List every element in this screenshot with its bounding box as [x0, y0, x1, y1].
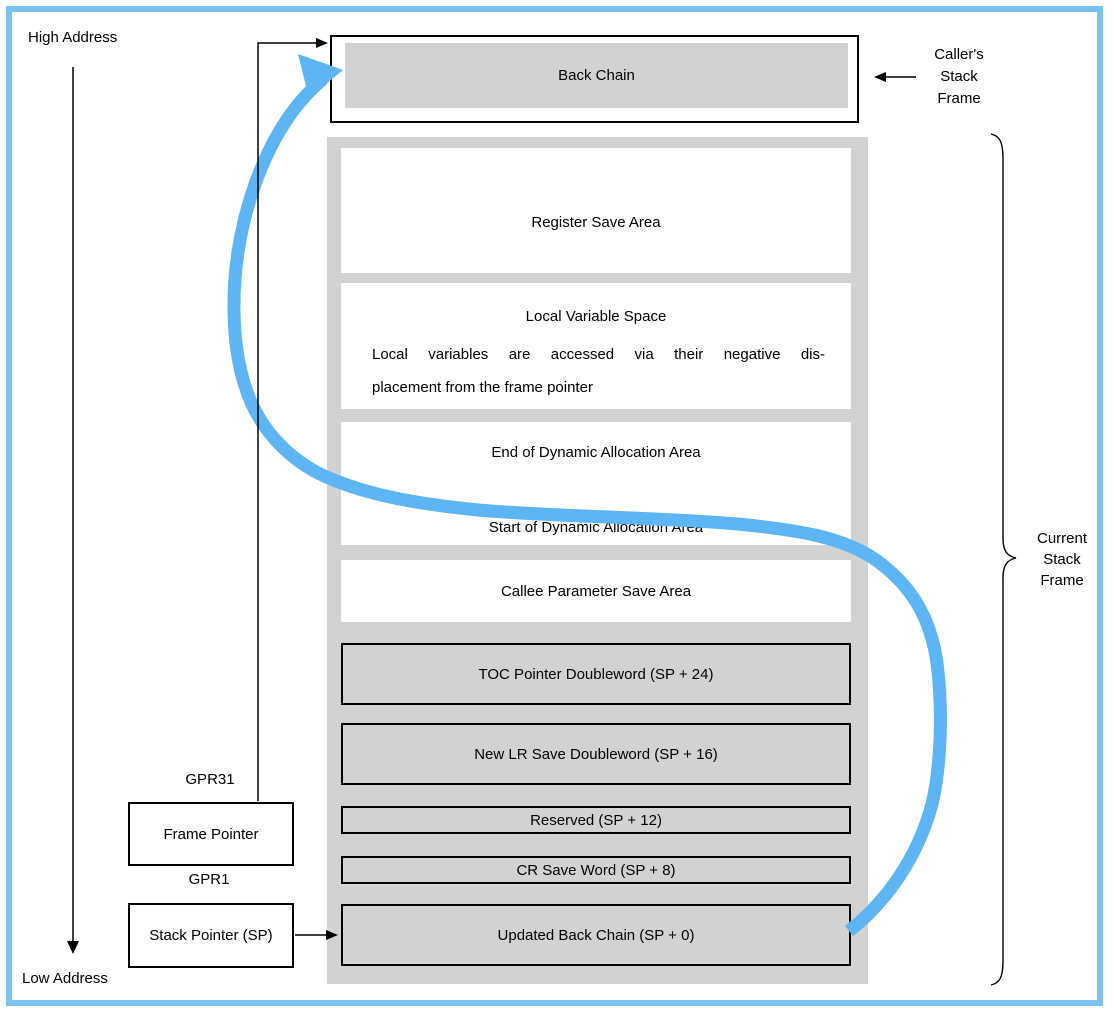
- toc-pointer-label: TOC Pointer Doubleword (SP + 24): [478, 665, 714, 683]
- dynamic-allocation-end-label: End of Dynamic Allocation Area: [491, 444, 701, 461]
- dynamic-allocation-box: End of Dynamic Allocation Area Start of …: [341, 422, 851, 545]
- gpr1-label: GPR1: [188, 871, 230, 888]
- stack-pointer-box: Stack Pointer (SP): [128, 903, 294, 968]
- callers-label-line1: Caller's: [934, 46, 984, 63]
- current-label-line3: Frame: [1040, 572, 1084, 589]
- back-chain-label: Back Chain: [558, 67, 635, 84]
- current-stack-frame-container: Register Save Area Local Variable Space …: [327, 137, 868, 984]
- gpr31-label: GPR31: [185, 771, 235, 788]
- dynamic-allocation-start-label: Start of Dynamic Allocation Area: [488, 519, 704, 536]
- local-variable-space-box: Local Variable Space Local variables are…: [341, 283, 851, 409]
- new-lr-save-box: New LR Save Doubleword (SP + 16): [341, 723, 851, 785]
- local-variable-space-title: Local Variable Space: [525, 308, 667, 325]
- local-variable-space-note: Local variables are accessed via their n…: [372, 338, 825, 404]
- cr-save-word-label: CR Save Word (SP + 8): [516, 861, 676, 879]
- cr-save-word-box: CR Save Word (SP + 8): [341, 856, 851, 884]
- reserved-label: Reserved (SP + 12): [530, 811, 662, 829]
- callers-label-line2: Stack: [940, 68, 978, 85]
- callers-stack-frame-label: Caller's Stack Frame: [909, 44, 1009, 110]
- stack-pointer-label: Stack Pointer (SP): [149, 927, 273, 944]
- frame-pointer-box: Frame Pointer: [128, 802, 294, 866]
- current-label-line1: Current: [1036, 530, 1088, 547]
- callee-parameter-save-area-box: Callee Parameter Save Area: [341, 560, 851, 622]
- new-lr-save-label: New LR Save Doubleword (SP + 16): [474, 745, 718, 763]
- callee-parameter-save-area-label: Callee Parameter Save Area: [500, 582, 692, 600]
- current-stack-frame-label: Current Stack Frame: [1012, 528, 1112, 591]
- callers-label-line3: Frame: [937, 90, 981, 107]
- register-save-area-label: Register Save Area: [531, 214, 661, 231]
- low-address-label: Low Address: [22, 970, 108, 987]
- updated-back-chain-box: Updated Back Chain (SP + 0): [341, 904, 851, 966]
- register-save-area-box: Register Save Area: [341, 148, 851, 273]
- local-variable-note-line1: Local variables are accessed via their n…: [372, 346, 825, 363]
- page-border: [6, 6, 1103, 1006]
- local-variable-note-line2: placement from the frame pointer: [372, 379, 593, 396]
- toc-pointer-box: TOC Pointer Doubleword (SP + 24): [341, 643, 851, 705]
- frame-pointer-label: Frame Pointer: [163, 825, 259, 843]
- back-chain-cell: Back Chain: [345, 43, 848, 108]
- updated-back-chain-label: Updated Back Chain (SP + 0): [497, 926, 695, 944]
- back-chain-box: Back Chain: [330, 35, 859, 123]
- reserved-box: Reserved (SP + 12): [341, 806, 851, 834]
- current-label-line2: Stack: [1043, 551, 1081, 568]
- high-address-label: High Address: [28, 29, 118, 46]
